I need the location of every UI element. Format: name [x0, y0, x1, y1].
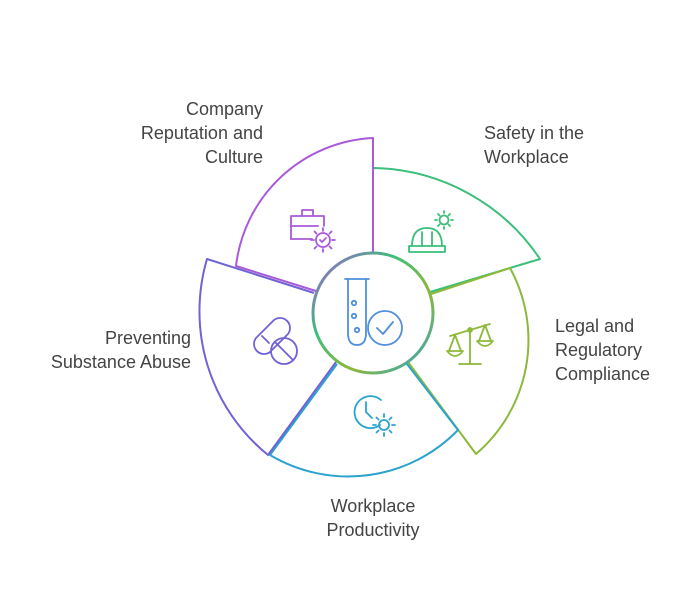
- label-line: Regulatory: [555, 340, 643, 360]
- segment-reputation: [235, 137, 374, 292]
- segment-legal: [407, 267, 530, 455]
- segment-safety: [372, 167, 541, 293]
- label-line: Productivity: [326, 520, 420, 540]
- label-line: Substance Abuse: [50, 352, 191, 372]
- hard-hat-gear-icon: [408, 210, 454, 253]
- center-circle: [311, 251, 435, 375]
- segment-substance: [198, 258, 337, 456]
- test-tube-check-icon: [344, 278, 403, 346]
- label-line: Workplace: [330, 496, 416, 516]
- segment-productivity: [269, 363, 459, 478]
- label-line: Preventing: [104, 328, 191, 348]
- label-line: Compliance: [555, 364, 651, 384]
- label-legal: Legal and Regulatory Compliance: [555, 314, 685, 386]
- label-substance: Preventing Substance Abuse: [20, 326, 191, 374]
- label-line: Workplace: [484, 147, 569, 167]
- clock-gear-icon: [353, 395, 396, 437]
- scales-icon: [446, 323, 494, 365]
- label-line: Culture: [204, 147, 263, 167]
- label-reputation: Company Reputation and Culture: [100, 97, 263, 169]
- briefcase-gear-icon: [290, 209, 336, 253]
- label-line: Company: [185, 99, 263, 119]
- label-line: Legal and: [555, 316, 635, 336]
- label-line: Reputation and: [140, 123, 263, 143]
- label-productivity: Workplace Productivity: [298, 494, 448, 542]
- pill-prohibited-icon: [253, 317, 298, 365]
- label-line: Safety in the: [484, 123, 585, 143]
- label-safety: Safety in the Workplace: [484, 121, 634, 169]
